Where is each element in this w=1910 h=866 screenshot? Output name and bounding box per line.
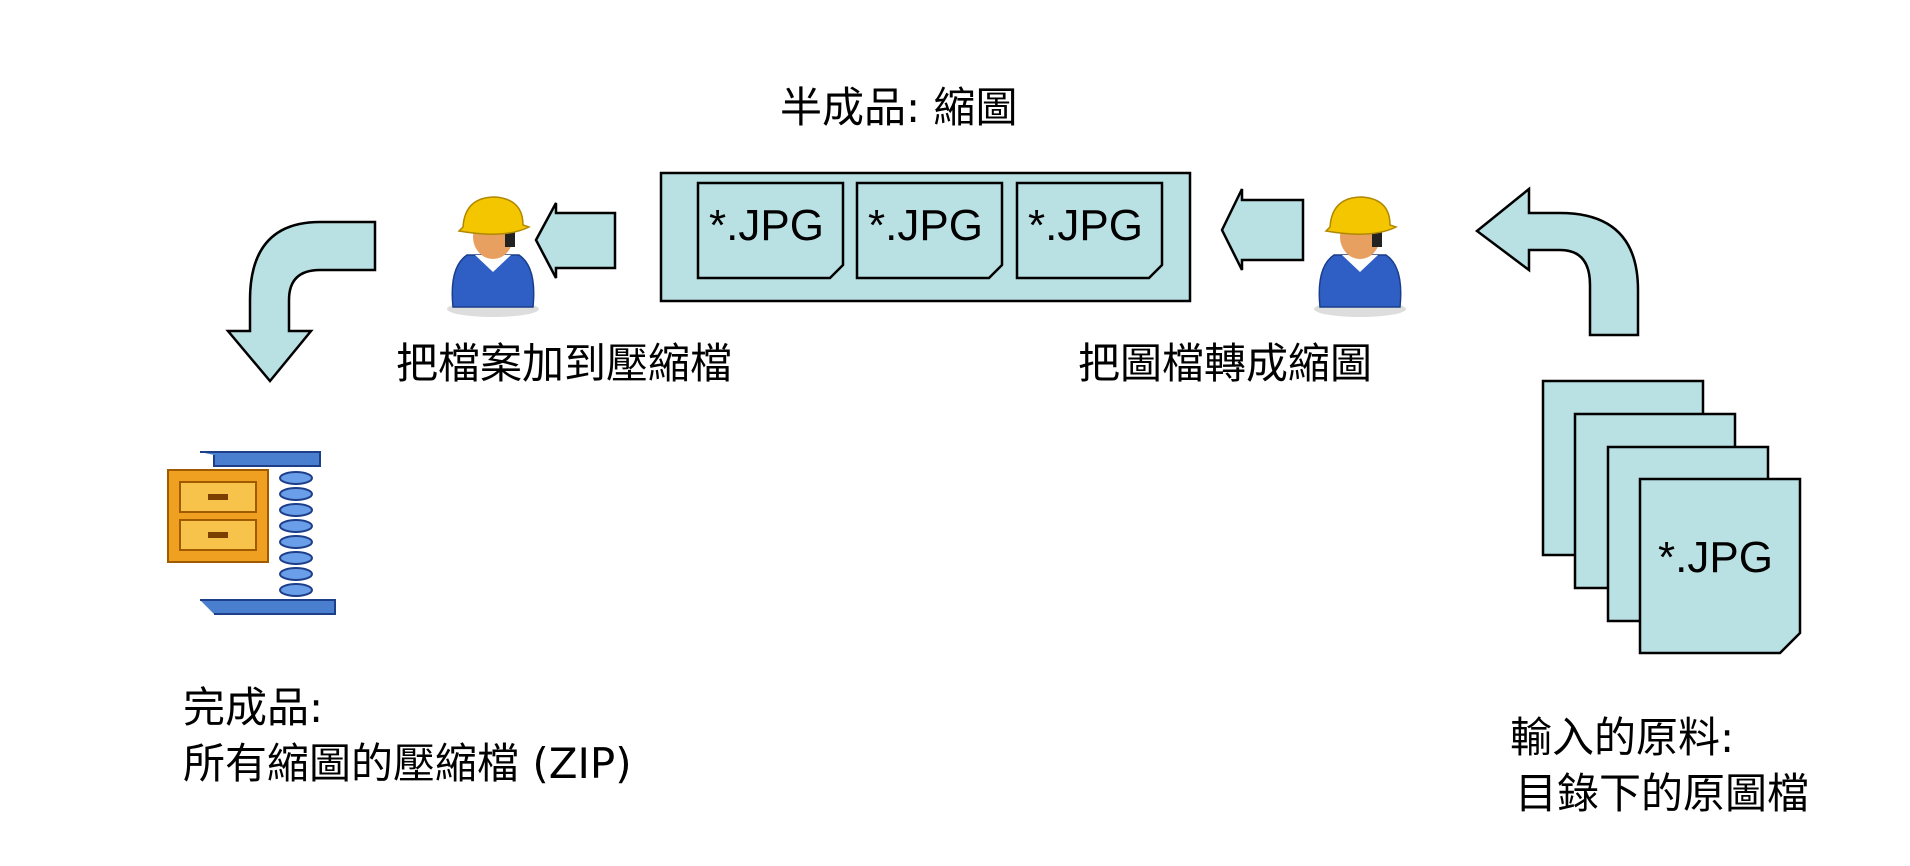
input-file-label: *.JPG xyxy=(1658,533,1773,582)
svg-text:*.JPG: *.JPG xyxy=(1028,201,1143,250)
svg-text:*.JPG: *.JPG xyxy=(709,201,824,250)
curved-arrow-left-icon xyxy=(1474,186,1640,337)
input-label-line2: 目錄下的原圖檔 xyxy=(1515,769,1809,818)
worker-icon xyxy=(446,196,540,318)
arrow-left-icon xyxy=(534,202,617,279)
curved-arrow-down-icon xyxy=(225,220,377,383)
input-label-line1: 輸入的原料: xyxy=(1510,713,1734,762)
output-label-line2: 所有縮圖的壓縮檔 (ZIP) xyxy=(183,739,632,788)
thumbnail-file: *.JPG xyxy=(1015,181,1164,280)
zip-step-label: 把檔案加到壓縮檔 xyxy=(396,339,732,388)
worker-icon xyxy=(1313,196,1407,318)
output-label-line1: 完成品: xyxy=(183,683,323,732)
convert-step-label: 把圖檔轉成縮圖 xyxy=(1078,339,1372,388)
winzip-icon xyxy=(167,451,336,615)
intermediate-title: 半成品: 縮圖 xyxy=(780,83,1018,132)
arrow-left-icon xyxy=(1220,188,1305,271)
input-files-stack: *.JPG xyxy=(1541,379,1802,655)
svg-text:*.JPG: *.JPG xyxy=(868,201,983,250)
thumbnail-file: *.JPG xyxy=(696,181,845,280)
thumbnail-file: *.JPG xyxy=(855,181,1004,280)
